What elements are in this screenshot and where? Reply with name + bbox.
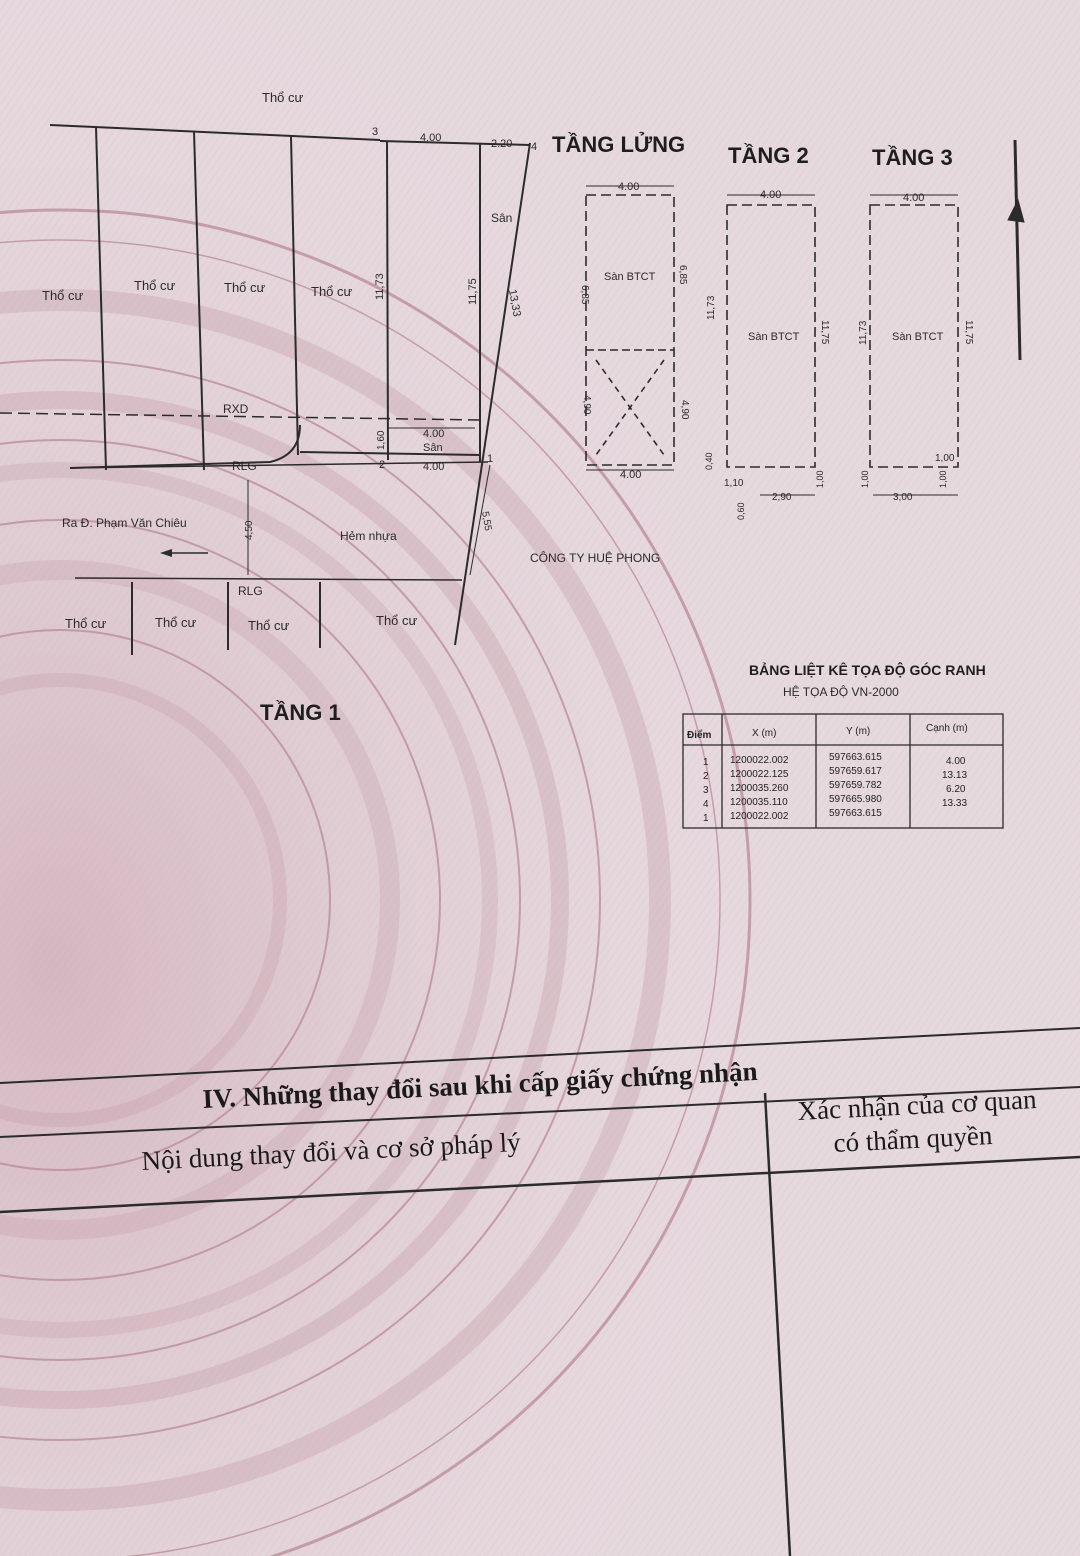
dimension: 11,73 [374, 273, 386, 300]
floor-dimension: 6,85 [579, 285, 590, 305]
lot-label: Thổ cư [376, 613, 418, 628]
alley-label: Hẻm nhựa [340, 529, 397, 543]
dimension: 11,75 [467, 278, 479, 305]
yard-label: Sân [423, 442, 443, 454]
floor-slab-label: Sàn BTCT [748, 331, 800, 343]
floor-dimension: 4.00 [620, 469, 641, 481]
yard-label: Sân [491, 211, 512, 225]
dimension: 2.20 [491, 138, 512, 150]
table-header: Điểm [687, 729, 712, 741]
cell-y: 597659.617 [829, 766, 882, 777]
floor-dimension: 3,00 [893, 492, 913, 503]
lot-label: Thổ cư [134, 278, 176, 293]
section-iv-table [0, 1027, 1080, 1556]
table-row: 1 1200022.002 597663.615 4.00 [703, 752, 966, 768]
lot-label: Thổ cư [42, 288, 84, 303]
corner-point: 3 [372, 126, 378, 138]
table-header: X (m) [752, 728, 776, 739]
plan-tang-2 [726, 194, 816, 496]
lot-label: Thổ cư [311, 284, 353, 299]
cell-edge: 13.33 [942, 798, 967, 809]
floor-dimension: 0,60 [736, 502, 746, 520]
floor-dimension: 2,90 [772, 492, 792, 503]
lot-label: Thổ cư [224, 280, 266, 295]
cell-x: 1200022.002 [730, 755, 789, 766]
cell-y: 597663.615 [829, 752, 882, 763]
dimension: 4.00 [423, 461, 444, 473]
company-label: CÔNG TY HUỆ PHONG [530, 550, 660, 565]
cell-y: 597663.615 [829, 808, 882, 819]
site-plan [0, 124, 531, 655]
cell-y: 597659.782 [829, 780, 882, 791]
lot-label: Thổ cư [65, 616, 107, 631]
drum-watermark [0, 208, 752, 1556]
table-header: Y (m) [846, 726, 870, 737]
table-row: 1 1200022.002 597663.615 [703, 808, 882, 824]
floor-dimension: 1,00 [815, 470, 825, 488]
cell-x: 1200035.260 [730, 783, 789, 794]
cell-point: 4 [703, 799, 709, 810]
floor-dimension: 1,10 [724, 478, 744, 489]
cell-x: 1200022.002 [730, 811, 789, 822]
floor-heading-tang-1: TẦNG 1 [260, 700, 341, 725]
table-subtitle: HỆ TỌA ĐỘ VN-2000 [783, 684, 899, 699]
floor-dimension: 1,00 [935, 453, 955, 464]
plan-tang-lung [585, 185, 675, 471]
dimension: 1,60 [376, 430, 387, 450]
lot-label: Thổ cư [262, 90, 304, 105]
dimension: 4.00 [420, 132, 441, 144]
floor-dimension: 11,75 [819, 320, 830, 345]
floor-dimension: 11,73 [706, 295, 717, 320]
cell-edge: 13.13 [942, 770, 967, 781]
dimension: 4,50 [244, 520, 255, 540]
street-label: Ra Đ. Phạm Văn Chiêu [62, 516, 187, 530]
cell-point: 2 [703, 771, 709, 782]
cell-point: 1 [703, 757, 709, 768]
floor-dimension: 1,00 [938, 470, 948, 488]
corner-point: 2 [379, 459, 385, 471]
floor-heading-tang-3: TẦNG 3 [872, 145, 953, 170]
cell-point: 1 [703, 813, 709, 824]
floor-dimension: 4.00 [618, 181, 639, 193]
cell-x: 1200022.125 [730, 769, 789, 780]
table-row: 3 1200035.260 597659.782 6.20 [703, 780, 966, 796]
cell-edge: 4.00 [946, 756, 966, 767]
dimension: 13,33 [506, 288, 523, 317]
rxd-label: RXD [223, 402, 249, 416]
cell-edge: 6.20 [946, 784, 966, 795]
coordinate-table: BẢNG LIỆT KÊ TỌA ĐỘ GÓC RANH HỆ TỌA ĐỘ V… [682, 661, 1004, 829]
rlg-label: RLG [232, 459, 257, 473]
dimension: 5,55 [479, 511, 493, 533]
corner-point: 4 [531, 141, 537, 153]
floor-heading-tang-2: TẦNG 2 [728, 143, 809, 168]
table-header: Cạnh (m) [926, 723, 968, 734]
rlg-label: RLG [238, 584, 263, 598]
table-row: 2 1200022.125 597659.617 13.13 [703, 766, 967, 782]
floor-dimension: 4.00 [760, 189, 781, 201]
floor-dimension: 4,90 [581, 395, 592, 415]
dimension: 4.00 [423, 428, 444, 440]
table-title: BẢNG LIỆT KÊ TỌA ĐỘ GÓC RANH [749, 661, 986, 678]
cell-y: 597665.980 [829, 794, 882, 805]
floor-slab-label: Sàn BTCT [604, 271, 656, 283]
floor-dimension: 11,75 [963, 320, 974, 345]
floor-dimension: 0,40 [704, 452, 714, 470]
lot-label: Thổ cư [248, 618, 290, 633]
corner-point: 1 [487, 453, 493, 465]
cell-point: 3 [703, 785, 709, 796]
plan-tang-3 [869, 194, 959, 496]
floor-dimension: 6,85 [677, 265, 688, 285]
lot-label: Thổ cư [155, 615, 197, 630]
floor-dimension: 4.00 [903, 192, 924, 204]
floor-dimension: 11,73 [858, 320, 869, 345]
north-arrow-icon [1007, 139, 1025, 361]
floor-slab-label: Sàn BTCT [892, 331, 944, 343]
floor-dimension: 4,90 [679, 400, 690, 420]
table-row: 4 1200035.110 597665.980 13.33 [703, 794, 967, 810]
cell-x: 1200035.110 [730, 797, 788, 808]
floor-dimension: 1,00 [860, 470, 870, 488]
floor-heading-tang-lung: TẦNG LỬNG [552, 132, 685, 157]
